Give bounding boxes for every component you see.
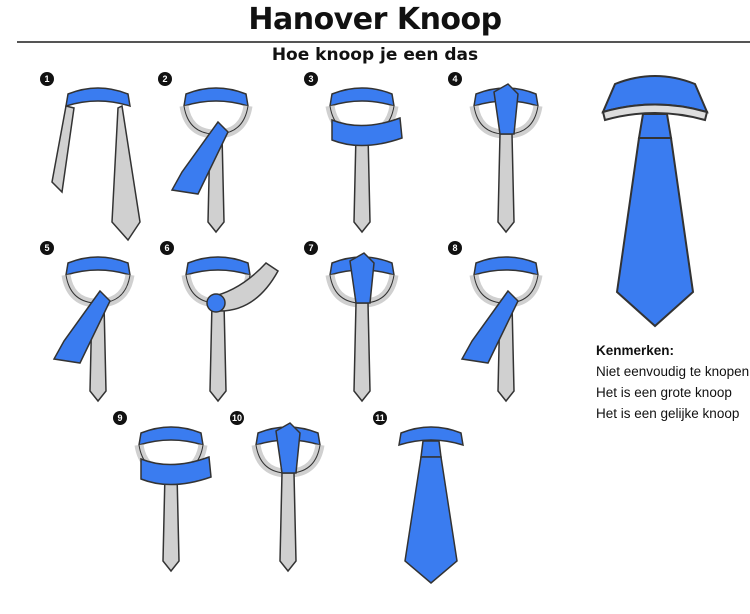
step-number: 7 xyxy=(304,241,318,255)
step-10: 10 xyxy=(230,411,350,581)
step-number: 9 xyxy=(113,411,127,425)
feature-item: Het is een gelijke knoop xyxy=(596,406,740,421)
tie-step-illustration xyxy=(251,422,325,573)
step-11: 11 xyxy=(373,411,493,584)
step-number: 3 xyxy=(304,72,318,86)
step-4: 4 xyxy=(448,72,568,242)
step-number: 2 xyxy=(158,72,172,86)
step-2: 2 xyxy=(158,72,278,242)
step-9: 9 xyxy=(113,411,233,581)
finished-tie-illustration xyxy=(601,75,709,328)
step-number: 5 xyxy=(40,241,54,255)
tie-step-illustration xyxy=(469,83,543,234)
tie-step-illustration xyxy=(51,87,141,242)
tie-step-illustration xyxy=(398,426,464,584)
feature-item: Het is een grote knoop xyxy=(596,385,732,400)
tie-step-illustration xyxy=(181,256,279,403)
step-number: 6 xyxy=(160,241,174,255)
feature-item: Niet eenvoudig te knopen xyxy=(596,364,750,379)
page-subtitle: Hoe knoop je een das xyxy=(271,45,479,65)
page-title: Hanover Knoop xyxy=(248,2,502,37)
step-7: 7 xyxy=(304,241,424,411)
tie-step-illustration xyxy=(325,87,403,234)
step-5: 5 xyxy=(40,241,160,411)
step-number: 4 xyxy=(448,72,462,86)
tie-step-illustration xyxy=(325,252,399,403)
tie-step-illustration xyxy=(460,256,543,403)
step-6: 6 xyxy=(160,241,280,411)
step-8: 8 xyxy=(448,241,568,411)
features-list: Kenmerken: Niet eenvoudig te knopen Het … xyxy=(596,340,749,424)
step-1: 1 xyxy=(40,72,160,242)
tie-step-illustration xyxy=(52,256,135,403)
step-number: 10 xyxy=(230,411,244,425)
features-heading: Kenmerken: xyxy=(596,343,675,358)
tie-step-illustration xyxy=(170,87,253,234)
step-3: 3 xyxy=(304,72,424,242)
step-number: 11 xyxy=(373,411,387,425)
step-number: 1 xyxy=(40,72,54,86)
tie-step-illustration xyxy=(134,426,212,573)
divider xyxy=(17,41,750,43)
step-number: 8 xyxy=(448,241,462,255)
